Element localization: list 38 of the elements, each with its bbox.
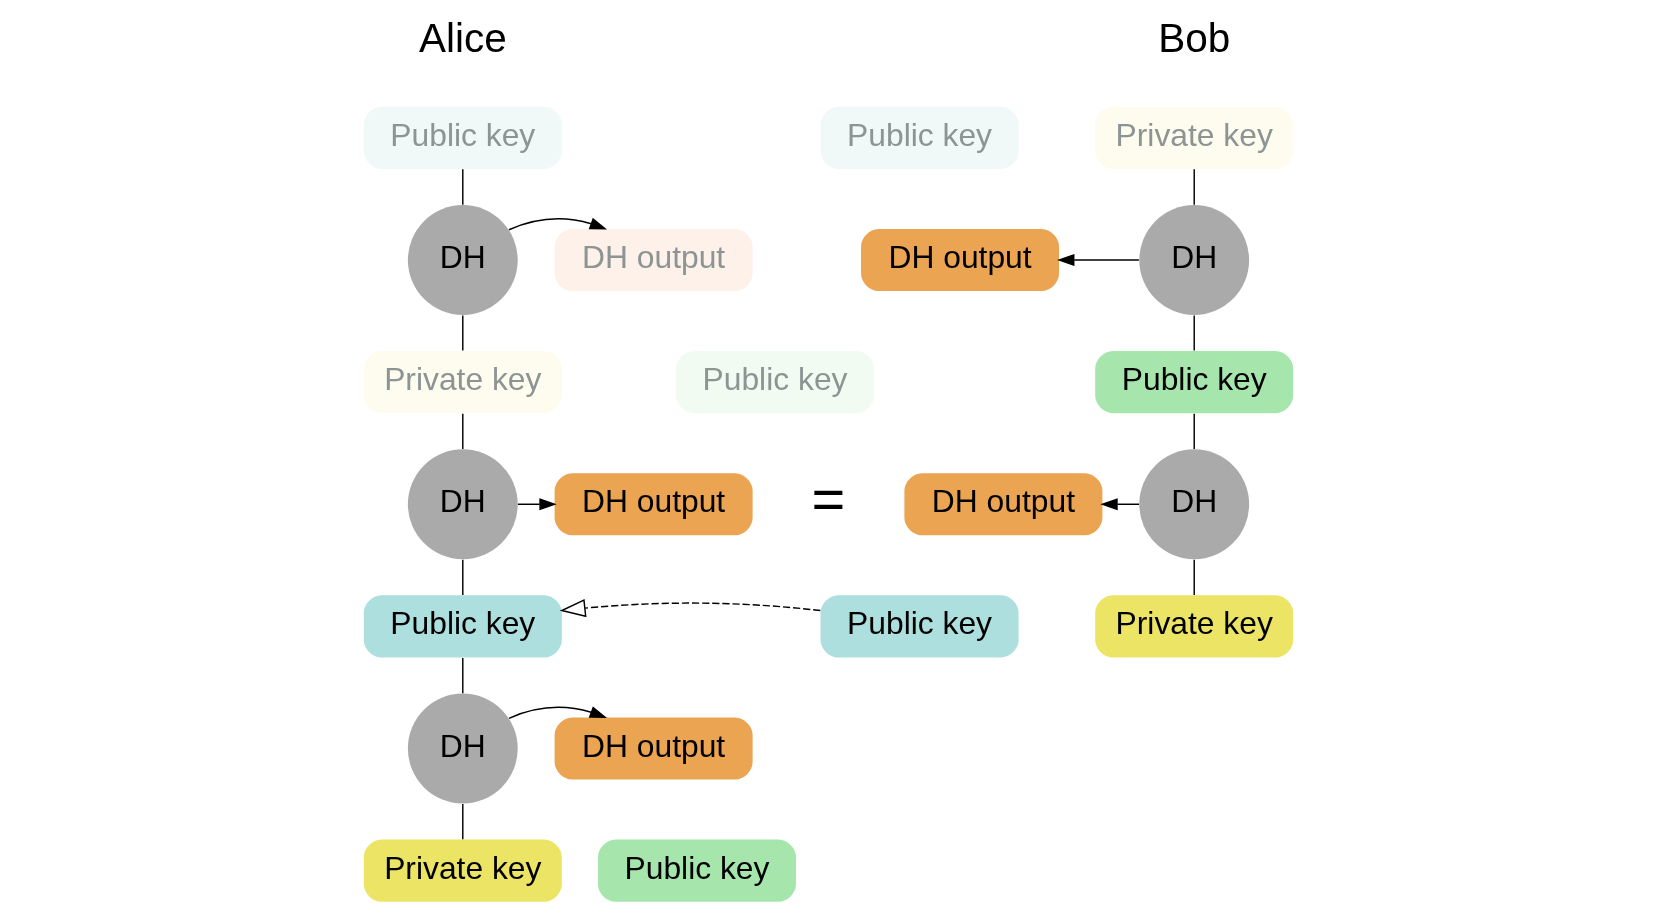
node-circle: DH xyxy=(407,693,518,804)
node-circle: DH xyxy=(1139,205,1250,315)
node-box: DH output xyxy=(554,717,753,780)
arrow xyxy=(559,599,822,618)
connector xyxy=(1193,559,1195,596)
label: Bob xyxy=(1158,15,1231,62)
label: = xyxy=(811,466,846,531)
node-box: DH output xyxy=(861,228,1060,292)
node-box: Private key xyxy=(1095,595,1294,658)
connector xyxy=(462,803,464,840)
label: Alice xyxy=(418,15,507,62)
node-box: Private key xyxy=(363,351,562,414)
node-box: DH output xyxy=(554,473,753,536)
connector xyxy=(462,314,464,352)
node-box: DH output xyxy=(904,473,1103,536)
arrow xyxy=(517,498,557,511)
node-box: Public key xyxy=(1095,351,1294,414)
connector xyxy=(462,412,464,450)
arrow xyxy=(1057,253,1140,267)
connector xyxy=(1193,412,1195,450)
connector xyxy=(462,657,464,695)
arrow xyxy=(508,706,608,720)
node-box: Private key xyxy=(1095,106,1294,169)
node-box: Public key xyxy=(363,595,562,658)
arrow xyxy=(1100,498,1140,511)
connector xyxy=(462,559,464,596)
connector xyxy=(462,168,464,206)
node-box: Public key xyxy=(820,595,1019,658)
node-circle: DH xyxy=(407,205,518,315)
arrow xyxy=(508,217,608,231)
connector xyxy=(1193,314,1195,352)
node-circle: DH xyxy=(1139,449,1250,560)
node-box: Public key xyxy=(363,106,562,169)
connector xyxy=(1193,168,1195,206)
node-box: DH output xyxy=(554,228,753,292)
node-box: Public key xyxy=(597,839,796,902)
node-box: Private key xyxy=(363,839,562,902)
node-circle: DH xyxy=(407,449,518,560)
